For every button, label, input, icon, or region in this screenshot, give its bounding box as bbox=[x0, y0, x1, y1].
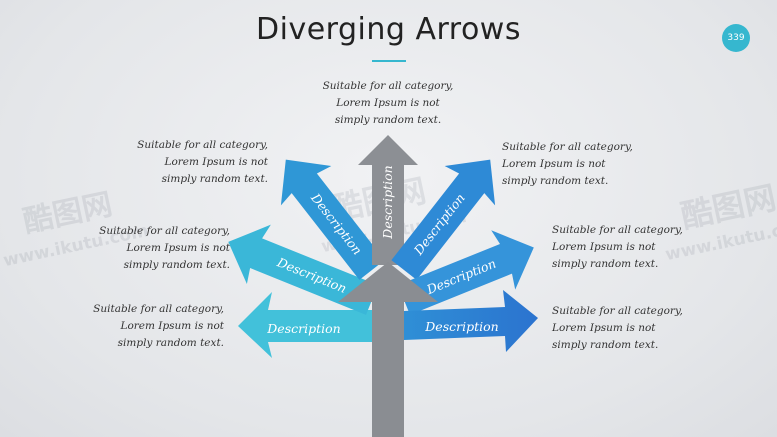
text-block-right-top: Suitable for all category, Lorem Ipsum i… bbox=[502, 139, 652, 190]
text-line: simply random text. bbox=[502, 175, 609, 187]
text-block-top: Suitable for all category, Lorem Ipsum i… bbox=[318, 78, 458, 129]
arrow-right-bottom: Description bbox=[404, 290, 538, 352]
text-block-left-bottom: Suitable for all category, Lorem Ipsum i… bbox=[74, 301, 224, 352]
text-line: simply random text. bbox=[552, 339, 659, 351]
text-line: Lorem Ipsum is not bbox=[502, 158, 606, 170]
page-title: Diverging Arrows bbox=[256, 12, 521, 47]
arrow-center-top: Description bbox=[358, 135, 418, 265]
text-line: Lorem Ipsum is not bbox=[164, 156, 268, 168]
text-block-left-middle: Suitable for all category, Lorem Ipsum i… bbox=[80, 223, 230, 274]
text-line: simply random text. bbox=[117, 337, 224, 349]
text-line: Suitable for all category, bbox=[502, 141, 633, 153]
text-line: simply random text. bbox=[552, 258, 659, 270]
text-line: Lorem Ipsum is not bbox=[552, 322, 656, 334]
text-block-right-middle: Suitable for all category, Lorem Ipsum i… bbox=[552, 222, 702, 273]
text-block-right-bottom: Suitable for all category, Lorem Ipsum i… bbox=[552, 303, 702, 354]
text-line: simply random text. bbox=[334, 114, 442, 126]
text-line: Suitable for all category, bbox=[93, 303, 224, 315]
arrow-main-trunk bbox=[338, 262, 438, 437]
text-line: Suitable for all category, bbox=[99, 225, 230, 237]
text-line: Lorem Ipsum is not bbox=[120, 320, 224, 332]
arrow-left-bottom: Description bbox=[238, 292, 372, 358]
arrow-label-left-bottom: Description bbox=[266, 321, 340, 336]
arrow-label-center-top: Description bbox=[380, 165, 395, 239]
text-line: Suitable for all category, bbox=[137, 139, 268, 151]
text-line: Suitable for all category, bbox=[552, 305, 683, 317]
text-line: Lorem Ipsum is not bbox=[552, 241, 656, 253]
text-line: simply random text. bbox=[161, 173, 268, 185]
text-line: Lorem Ipsum is not bbox=[126, 242, 230, 254]
text-line: Suitable for all category, bbox=[552, 224, 683, 236]
page-number-badge: 339 bbox=[722, 24, 750, 52]
text-line: Lorem Ipsum is not bbox=[336, 97, 440, 109]
text-line: simply random text. bbox=[123, 259, 230, 271]
text-line: Suitable for all category, bbox=[322, 80, 454, 92]
arrow-label-right-bottom: Description bbox=[424, 319, 498, 334]
text-block-left-top: Suitable for all category, Lorem Ipsum i… bbox=[118, 137, 268, 188]
title-underline bbox=[372, 60, 406, 62]
